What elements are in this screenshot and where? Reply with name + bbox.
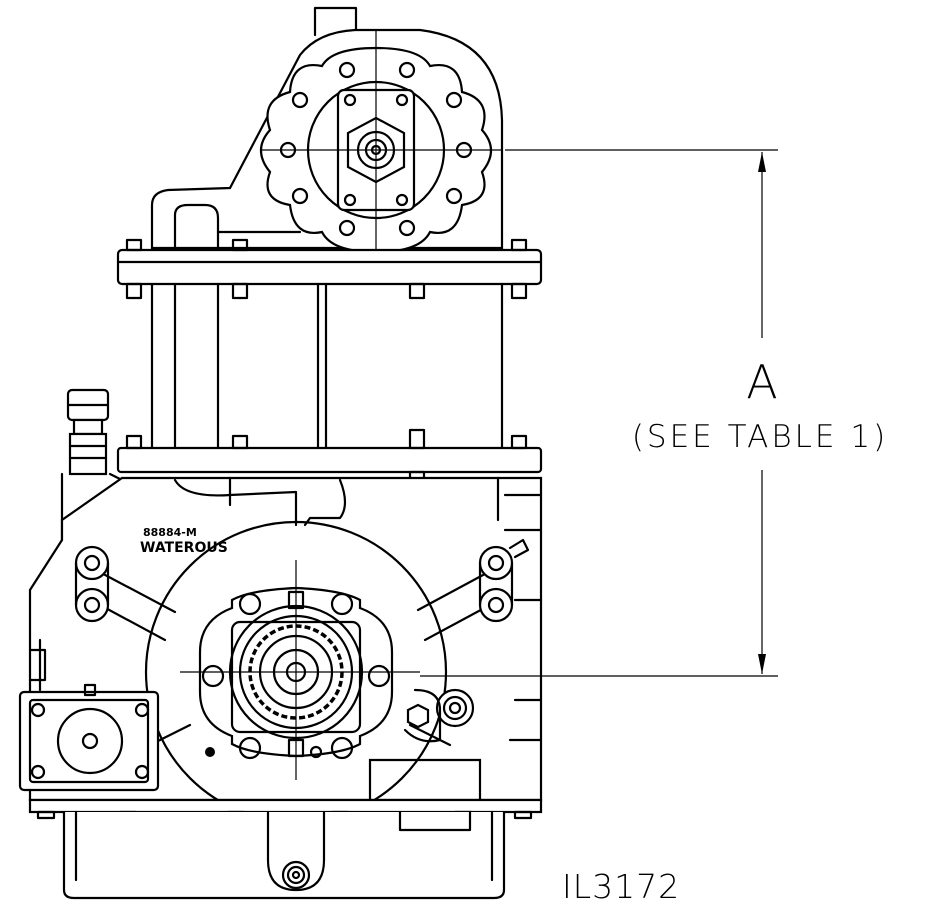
lower-flange-bar [116,428,543,488]
dim-arrow-bottom [758,654,766,674]
side-fittings [403,688,475,743]
sensor-fitting [60,388,124,542]
illustration-id: IL3172 [562,867,680,905]
base-pan [28,798,543,900]
left-lug [74,545,110,623]
pto-cover [18,683,160,792]
right-lug [478,538,530,623]
upper-housing [150,6,504,265]
casting-markings: 88884-M WATEROUS [140,526,228,556]
dimension-a: A (SEE TABLE 1) [420,149,888,677]
lower-shaft-flange [180,560,420,780]
dimension-label: A [746,355,777,409]
dimension-note: (SEE TABLE 1) [632,419,888,455]
casting-part-number: 88884-M [143,526,197,539]
support-columns [150,282,504,450]
casting-brand: WATEROUS [140,540,228,556]
upper-flange-bar [116,238,543,300]
dim-arrow-top [758,152,766,172]
